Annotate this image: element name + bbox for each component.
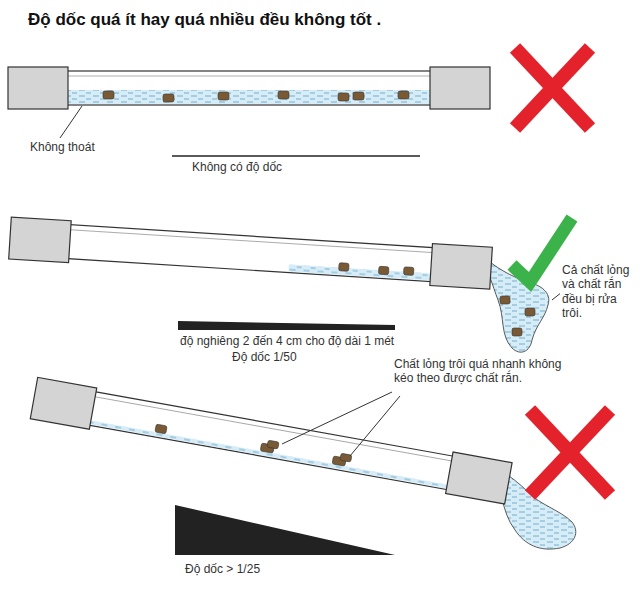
note-label: Chất lỏng trôi quá nhanh không kéo theo … <box>392 356 571 387</box>
pipe-correct <box>9 217 493 289</box>
cross-mark <box>515 48 590 128</box>
note-label: Không có độ dốc <box>192 160 282 174</box>
leader-line <box>350 396 400 456</box>
note-label: độ nghiêng 2 đến 4 cm cho độ dài 1 mét <box>180 334 394 348</box>
pipe-flat <box>8 67 490 109</box>
level-line <box>172 155 420 157</box>
pipe-steep <box>30 377 512 504</box>
note-label: Cả chất lỏng và chất rắn đều bị rửa trôi… <box>560 262 636 322</box>
note-label: Không thoát <box>30 140 95 154</box>
note-label: Độ dốc 1/50 <box>232 350 297 364</box>
leader-line <box>60 106 82 138</box>
cross-mark <box>530 410 610 495</box>
slope-wedge <box>175 505 395 555</box>
slope-wedge <box>178 321 395 330</box>
leader-line <box>282 392 392 444</box>
note-label: Độ dốc > 1/25 <box>185 562 260 576</box>
diagram-title: Độ dốc quá ít hay quá nhiều đều không tố… <box>28 10 381 30</box>
